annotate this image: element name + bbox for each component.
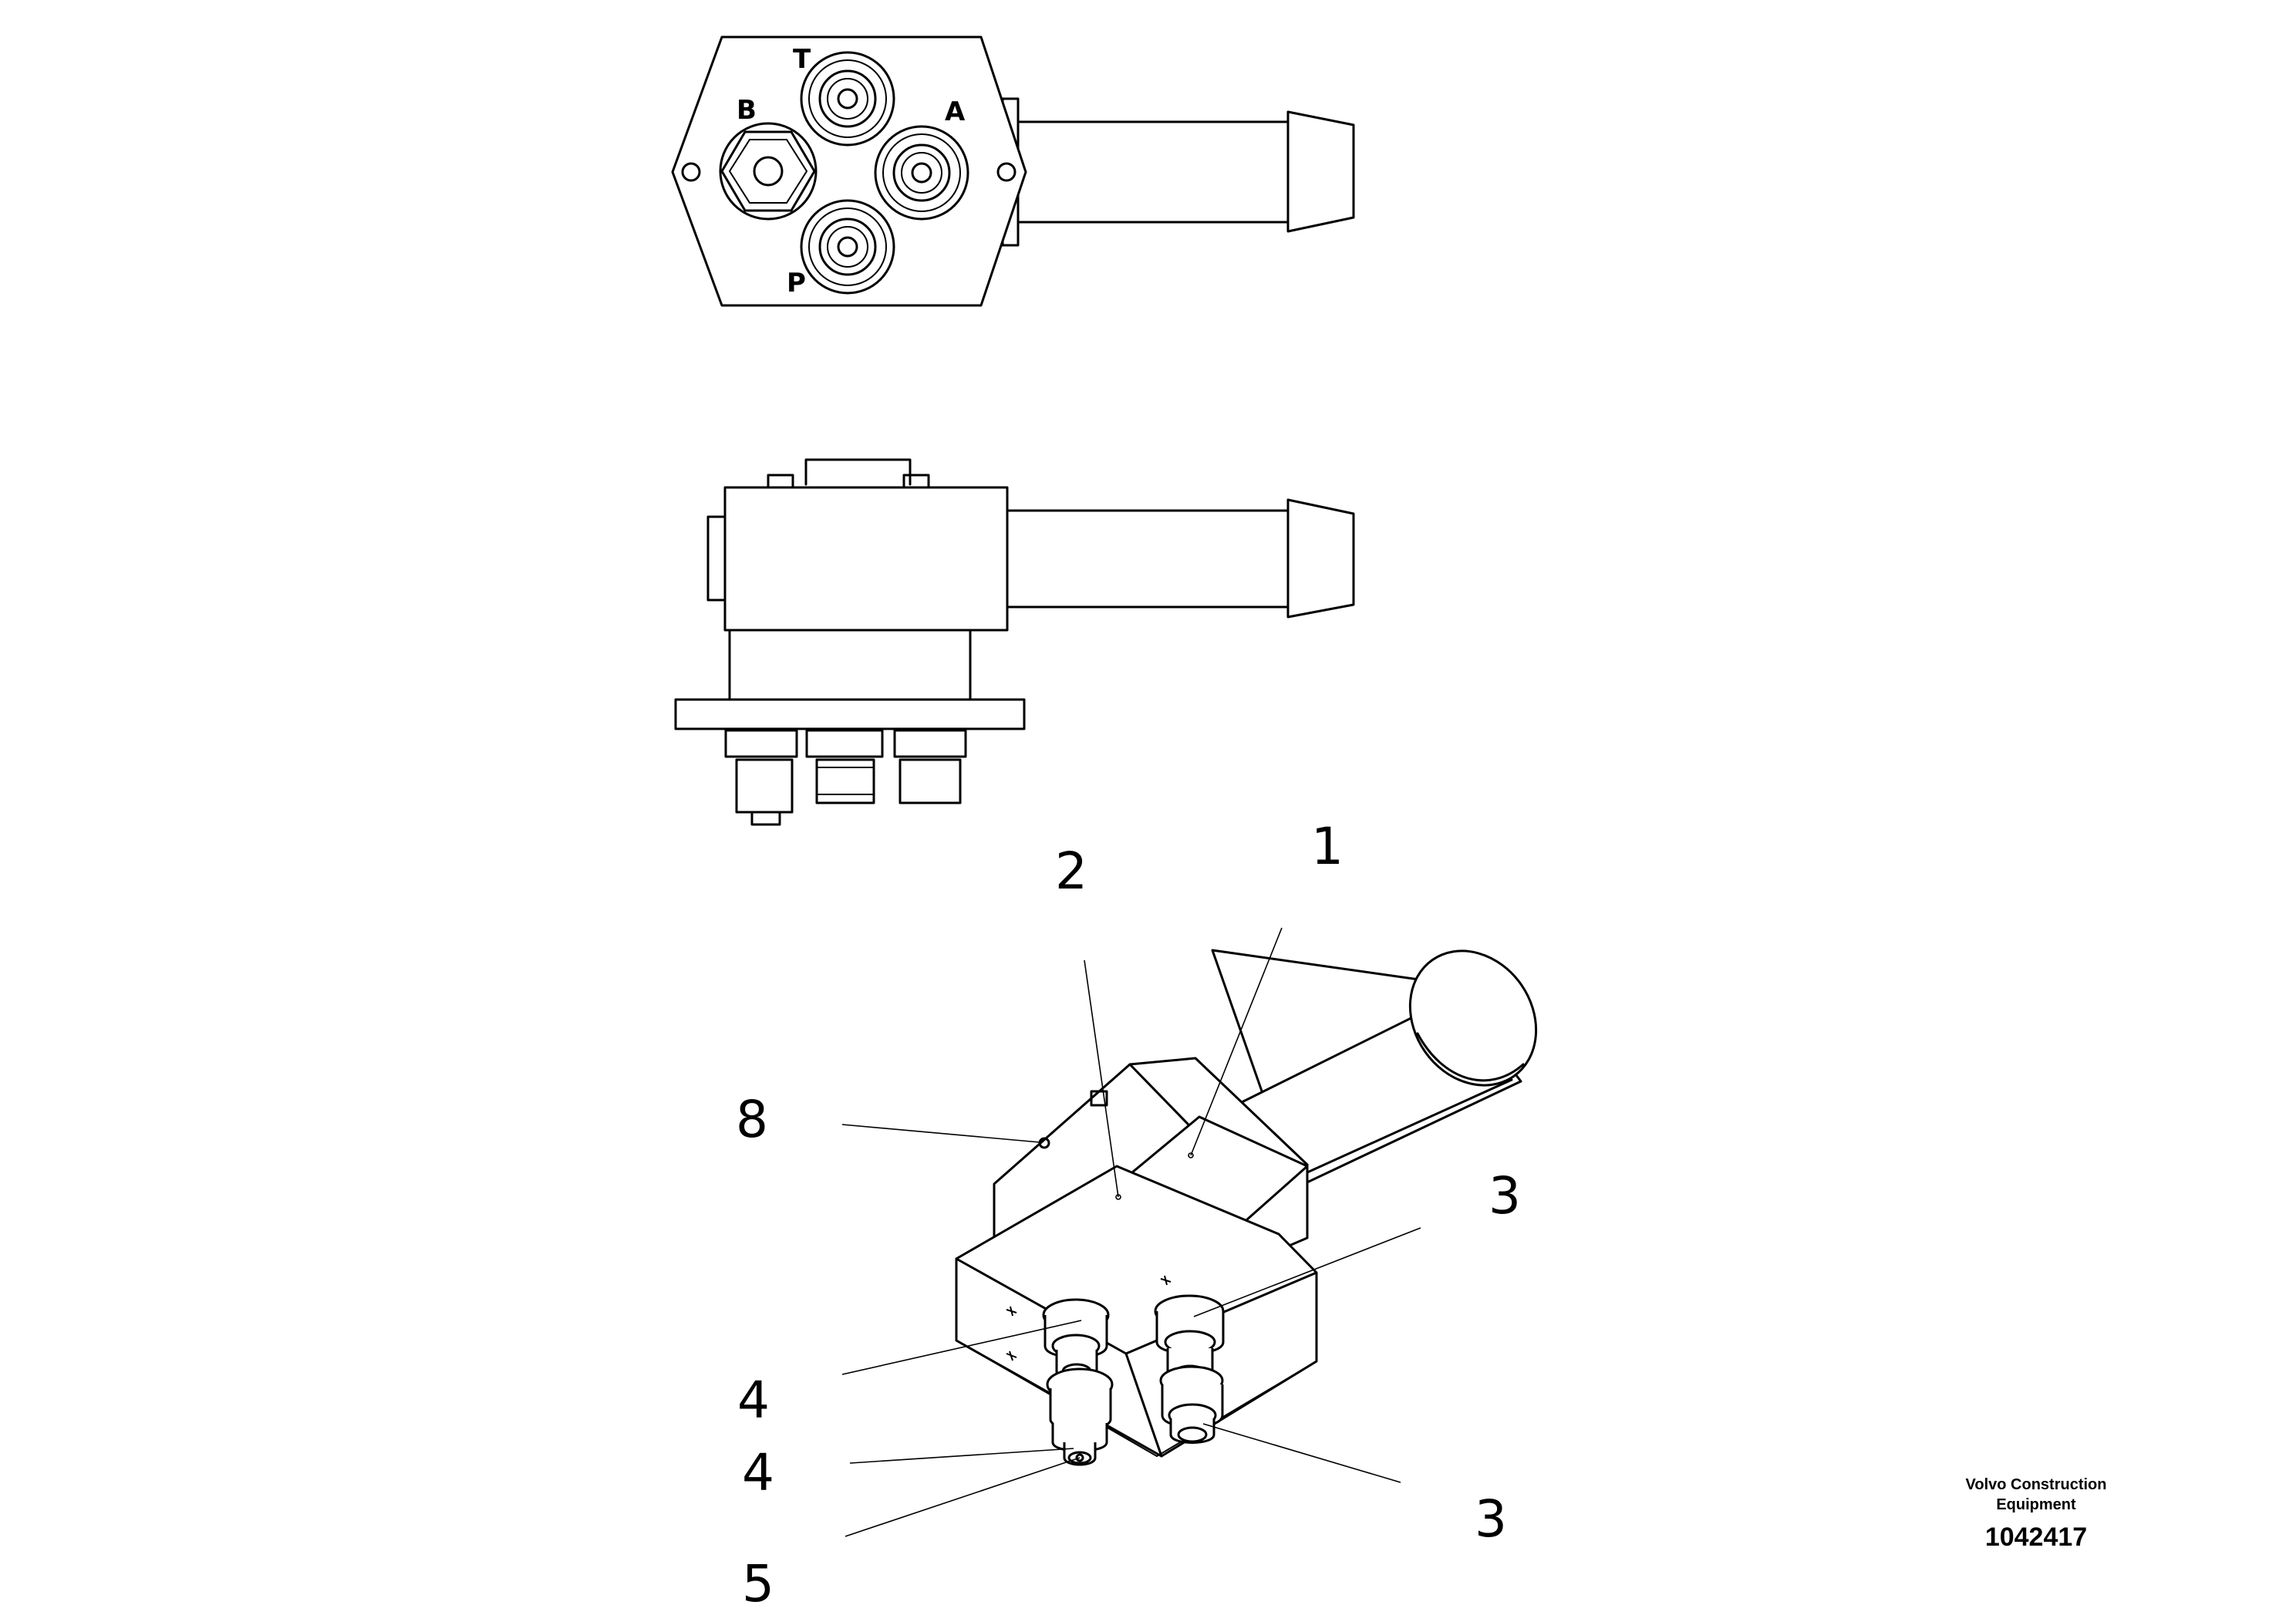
side-view: [674, 458, 1355, 826]
leader-3-upper: [1193, 1227, 1421, 1317]
side-view-handle: [1006, 498, 1355, 619]
iso-fitting-lower-right: [1159, 1365, 1224, 1444]
leader-4-upper: [841, 1320, 1082, 1375]
company-name-line2: Equipment: [1996, 1496, 2076, 1513]
side-view-fittings: [724, 729, 967, 826]
leader-2: [1084, 959, 1119, 1198]
port-b-fitting: [719, 122, 818, 221]
leader-4-lower: [849, 1448, 1074, 1464]
leader-5: [845, 1457, 1081, 1537]
iso-fitting-lower-left: [1046, 1367, 1114, 1466]
top-view-handle: [1001, 97, 1355, 247]
footer-block: Volvo Construction Equipment 1042417: [1944, 1475, 2129, 1553]
leader-3-lower: [1202, 1423, 1401, 1483]
leader-lines: [841, 927, 1421, 1537]
port-t-fitting: [800, 51, 895, 147]
document-number: 1042417: [1984, 1523, 2088, 1552]
leader-8: [841, 1124, 1040, 1143]
isometric-view: [955, 949, 1538, 1466]
callout-4-lower: 4: [742, 1443, 774, 1502]
port-label-a: A: [945, 96, 966, 127]
side-view-body: [723, 486, 1009, 632]
callout-8: 8: [736, 1090, 768, 1149]
port-label-t: T: [793, 44, 811, 75]
callout-2: 2: [1055, 841, 1087, 901]
callout-5: 5: [742, 1554, 774, 1614]
callout-1: 1: [1311, 817, 1344, 876]
port-label-b: B: [737, 95, 757, 126]
company-name-line1: Volvo Construction: [1965, 1476, 2107, 1493]
callout-numbers: 1 2 8 3 4 4 3 5: [736, 817, 1521, 1614]
port-a-fitting: [874, 125, 969, 221]
top-view: T A B P: [671, 35, 1355, 307]
callout-4-upper: 4: [737, 1371, 770, 1430]
callout-3-lower: 3: [1475, 1489, 1507, 1549]
callout-3-upper: 3: [1489, 1166, 1521, 1226]
top-view-hex-flange: [671, 35, 1027, 307]
mounting-hole-left: [681, 162, 701, 182]
port-label-p: P: [787, 268, 806, 298]
mounting-hole-right: [996, 162, 1017, 182]
port-p-fitting: [800, 199, 895, 295]
leader-1: [1190, 927, 1283, 1156]
side-view-flange: [674, 698, 1026, 730]
